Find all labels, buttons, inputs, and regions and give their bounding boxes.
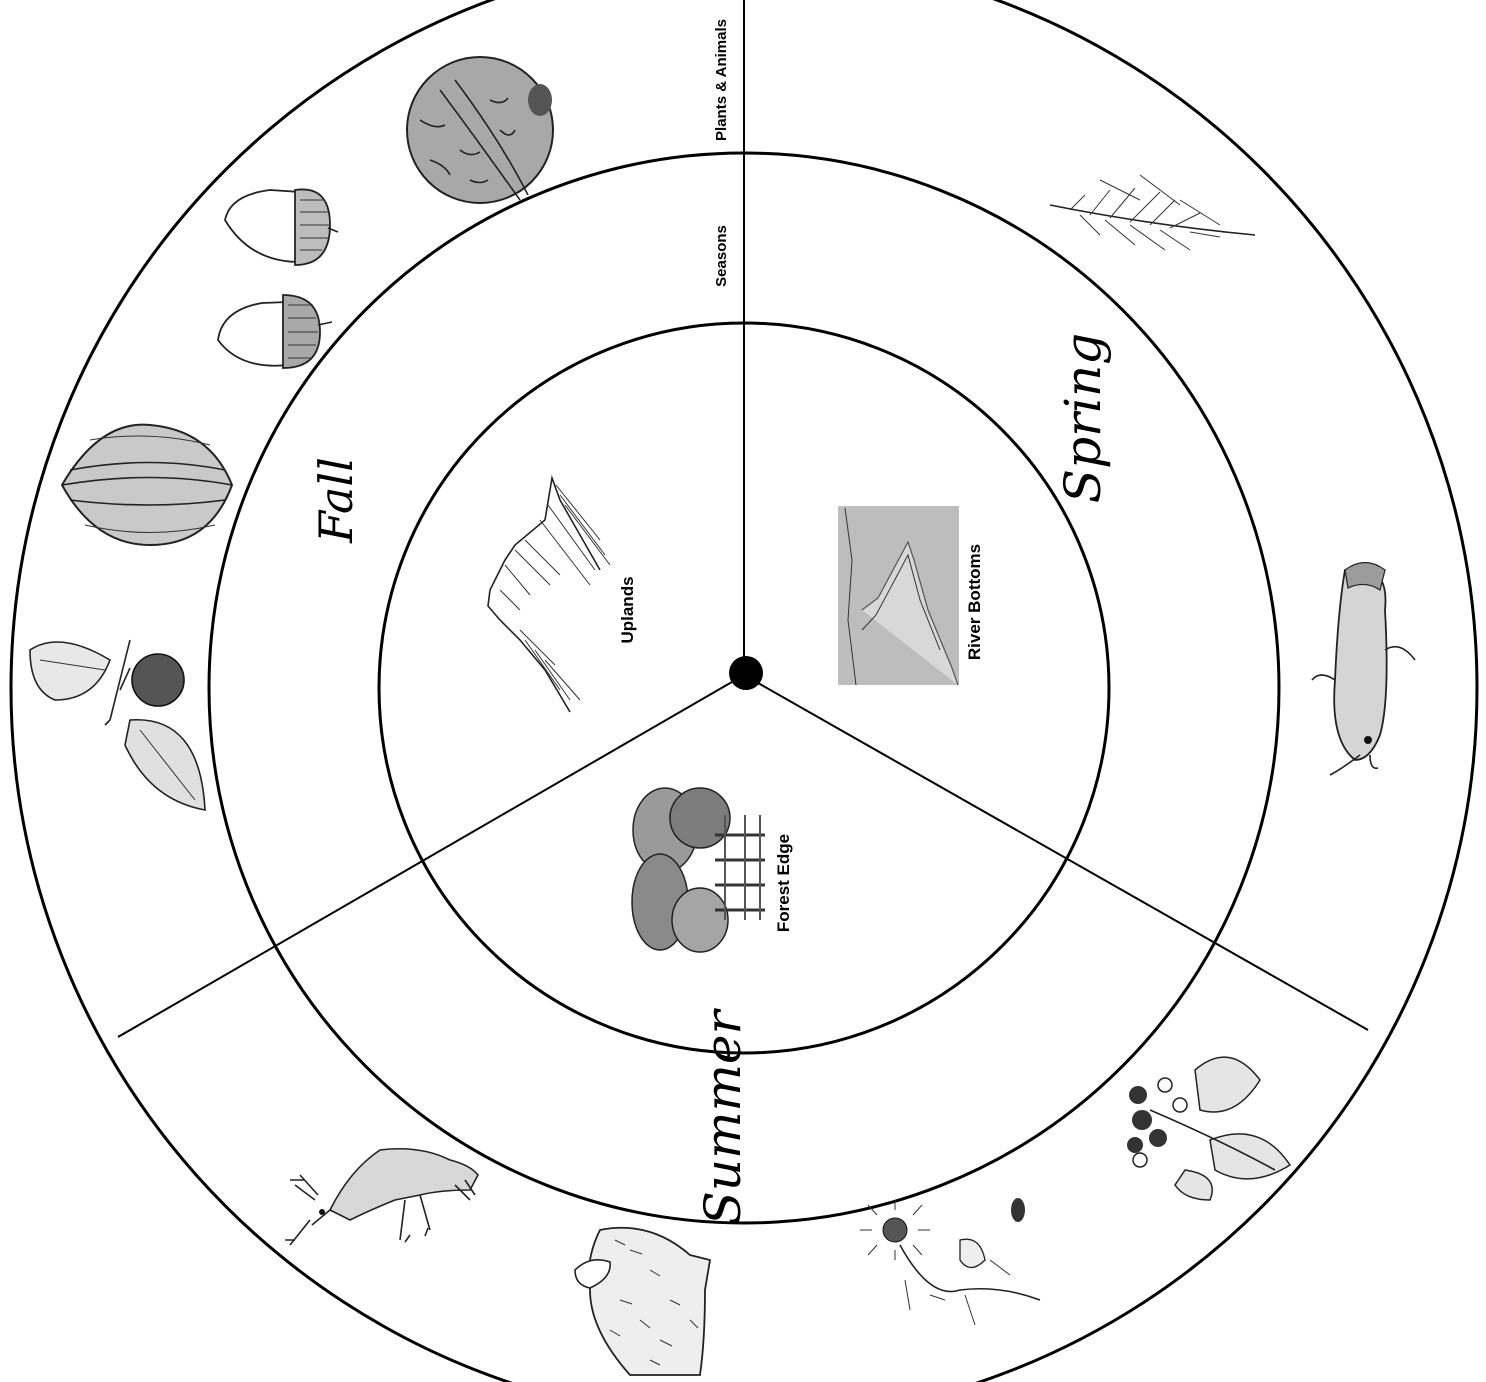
season-fall: Fall bbox=[309, 457, 363, 544]
hickory-nut-icon bbox=[62, 425, 232, 545]
river-map-icon bbox=[838, 506, 959, 685]
deer-icon bbox=[285, 1149, 478, 1245]
persimmon-icon bbox=[30, 640, 205, 810]
acorn-icon bbox=[218, 295, 332, 368]
willow-branch-icon bbox=[1050, 175, 1255, 250]
season-spring: Spring bbox=[1054, 333, 1112, 503]
habitat-uplands: Uplands bbox=[618, 576, 637, 643]
habitat-forest-edge: Forest Edge bbox=[774, 834, 793, 932]
divider-lower-right bbox=[744, 675, 1368, 1030]
habitat-river-bottoms: River Bottoms bbox=[965, 544, 984, 660]
seasons-label: Seasons bbox=[713, 225, 730, 287]
season-summer: Summer bbox=[694, 1008, 752, 1226]
center-hub bbox=[729, 656, 763, 690]
catfish-icon bbox=[1312, 563, 1415, 776]
plants-animals-label: Plants & Animals bbox=[713, 19, 730, 141]
black-walnut-icon bbox=[407, 57, 553, 203]
blackberry-icon bbox=[1127, 1057, 1290, 1200]
acorn-icon bbox=[225, 189, 338, 265]
upland-ridge-icon bbox=[488, 478, 610, 712]
forest-edge-icon bbox=[632, 788, 765, 952]
sunflower-icon bbox=[860, 1198, 1040, 1325]
beaver-icon bbox=[575, 1228, 710, 1375]
